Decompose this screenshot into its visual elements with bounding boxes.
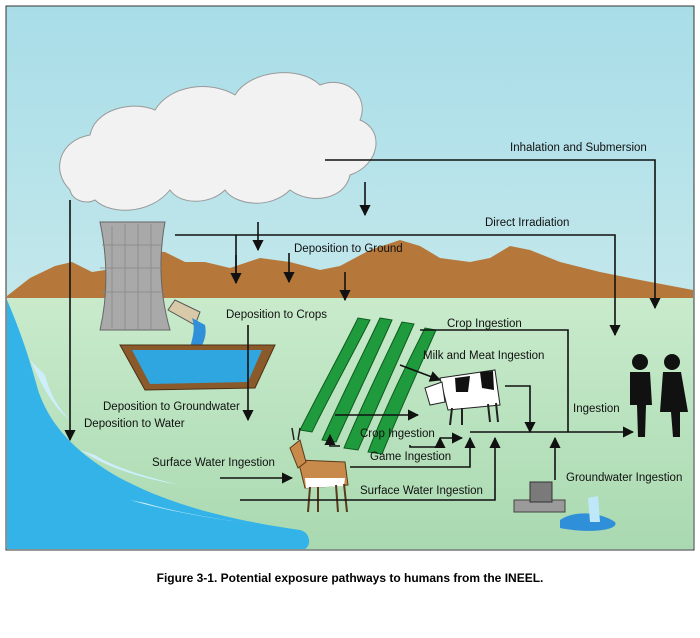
label-groundwater-ingestion: Groundwater Ingestion bbox=[566, 472, 682, 484]
label-ingestion: Ingestion bbox=[573, 403, 620, 415]
label-game-ingestion: Game Ingestion bbox=[370, 451, 451, 463]
figure-caption: Figure 3-1. Potential exposure pathways … bbox=[157, 571, 544, 585]
crop-field bbox=[299, 317, 437, 455]
label-surface-water-bottom: Surface Water Ingestion bbox=[360, 485, 483, 497]
river bbox=[7, 300, 310, 549]
river-highlight bbox=[80, 450, 180, 485]
well-icon bbox=[513, 481, 616, 531]
mountains bbox=[7, 240, 693, 298]
label-direct-irradiation: Direct Irradiation bbox=[485, 217, 569, 229]
label-crop-ingestion-low: Crop Ingestion bbox=[360, 428, 435, 440]
label-deposition-water: Deposition to Water bbox=[84, 418, 185, 430]
pathway-arrows bbox=[64, 159, 661, 501]
cooling-tower bbox=[99, 221, 171, 331]
antelope-icon bbox=[289, 427, 349, 513]
pond-water bbox=[132, 350, 262, 384]
label-deposition-groundwater: Deposition to Groundwater bbox=[103, 401, 240, 413]
discharge-pipe bbox=[167, 299, 201, 326]
label-deposition-crops: Deposition to Crops bbox=[226, 309, 327, 321]
river-highlight bbox=[30, 360, 70, 420]
label-crop-ingestion-top: Crop Ingestion bbox=[447, 318, 522, 330]
cow-icon bbox=[424, 369, 501, 426]
label-milk-meat-ingestion: Milk and Meat Ingestion bbox=[423, 350, 544, 362]
label-inhalation-submersion: Inhalation and Submersion bbox=[510, 142, 647, 154]
label-deposition-ground: Deposition to Ground bbox=[294, 243, 403, 255]
plume-cloud bbox=[59, 72, 377, 211]
label-surface-water-left: Surface Water Ingestion bbox=[152, 457, 275, 469]
people-icon bbox=[630, 354, 688, 437]
